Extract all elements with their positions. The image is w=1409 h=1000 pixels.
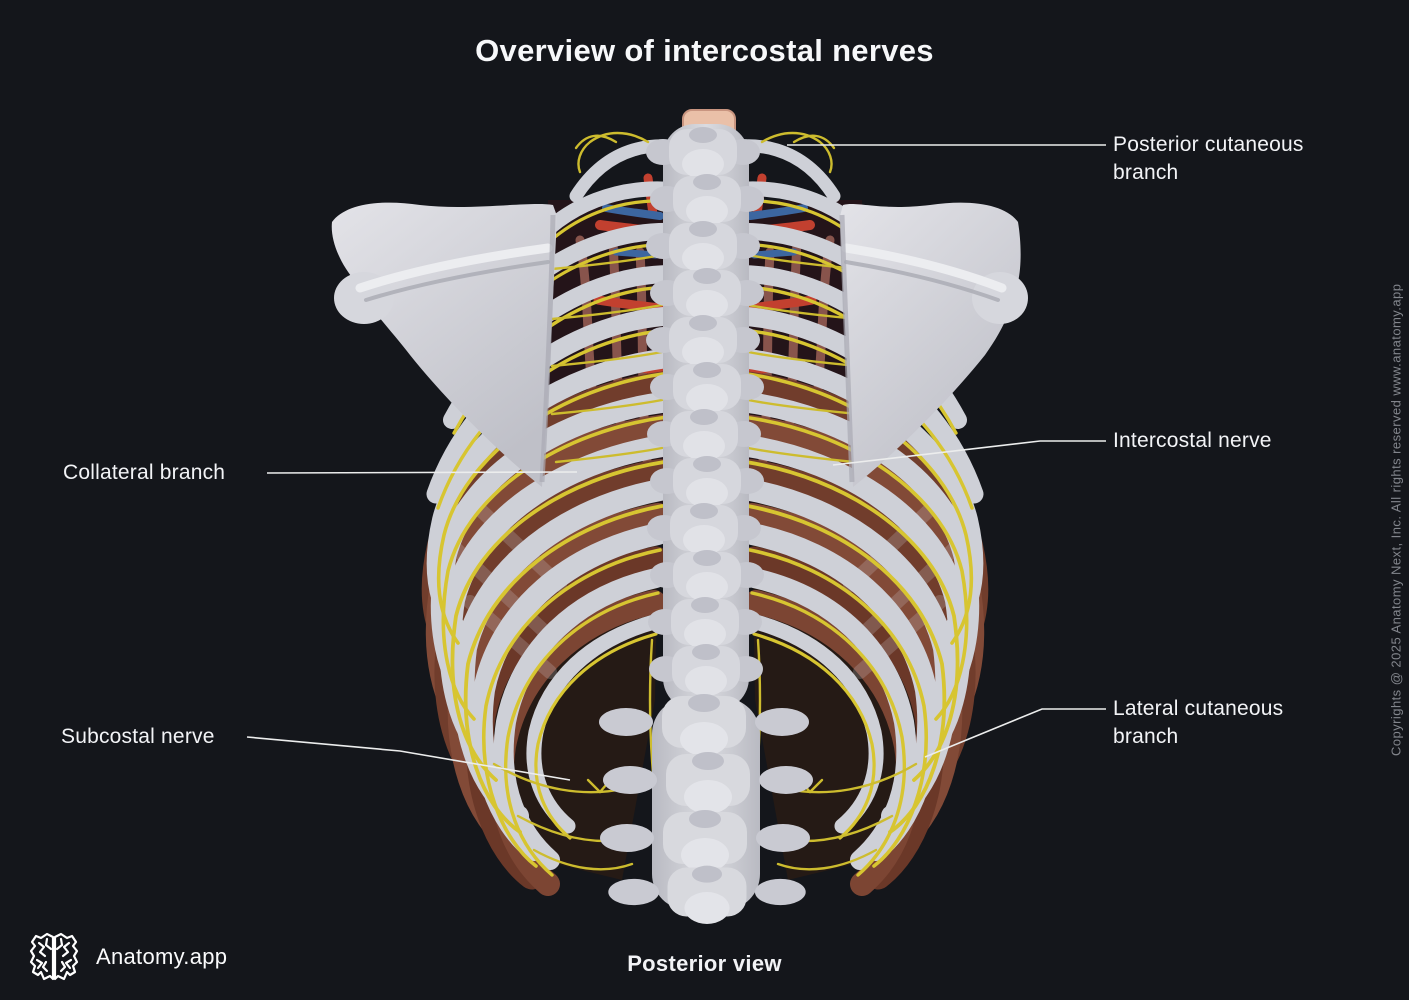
label-intercostal-nerve: Intercostal nerve: [1113, 429, 1272, 452]
lumbar-spine: [599, 694, 813, 924]
leader-lateral-cutaneous-branch: [924, 708, 1106, 758]
left-scapula: [331, 202, 557, 487]
brand-lockup: Anatomy.app: [28, 930, 227, 984]
leader-collateral-branch: [266, 471, 578, 474]
label-collateral-branch: Collateral branch: [63, 461, 226, 484]
brand-name: Anatomy.app: [96, 944, 228, 969]
label-lateral-cutaneous-branch: Lateral cutaneous branch: [1113, 697, 1284, 748]
thoracic-spine: [646, 124, 764, 710]
copyright-text: Copyrights @ 2025 Anatomy Next, Inc. All…: [1388, 283, 1404, 757]
brain-icon: [28, 930, 80, 984]
label-posterior-cutaneous-branch: Posterior cutaneous branch: [1113, 133, 1304, 184]
right-scapula: [839, 202, 1028, 487]
leader-intercostal-nerve: [832, 440, 1106, 466]
view-caption: Posterior view: [627, 951, 782, 976]
page-title: Overview of intercostal nerves: [475, 33, 934, 68]
label-subcostal-nerve: Subcostal nerve: [61, 725, 215, 748]
leader-lines: [246, 144, 1106, 781]
leader-subcostal-nerve: [246, 736, 571, 781]
